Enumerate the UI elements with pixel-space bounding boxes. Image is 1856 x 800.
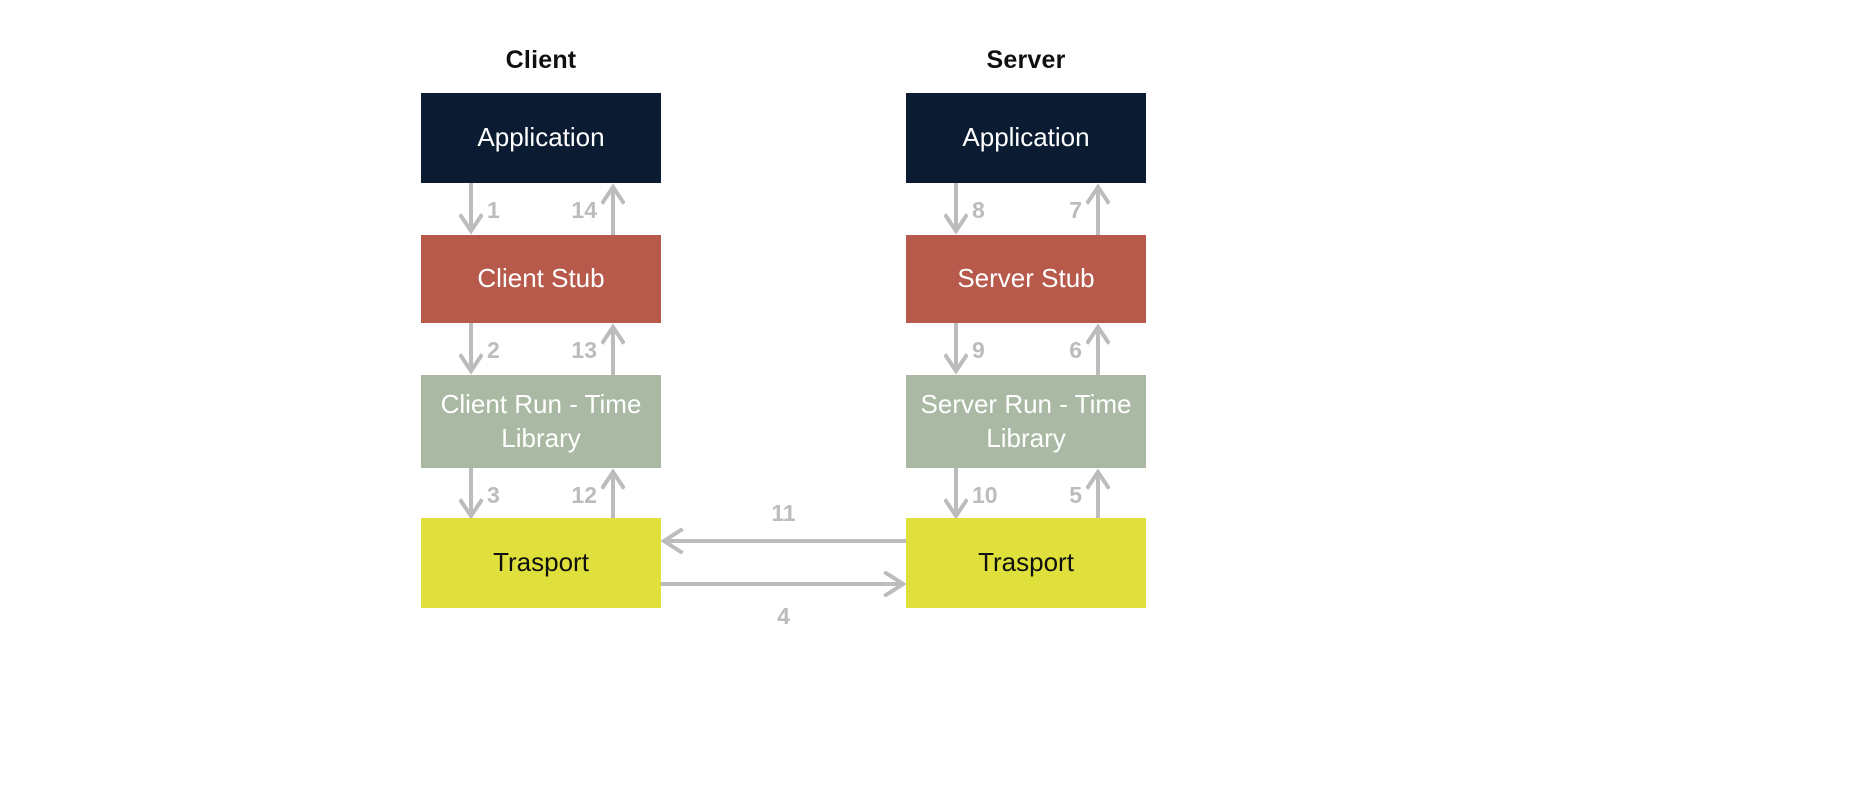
arrow-up-icon: [1086, 468, 1110, 520]
server-gap-runtime-transport: 10 5: [906, 468, 1146, 520]
server-runtime-library-box[interactable]: Server Run - Time Library: [906, 375, 1146, 468]
server-stub-box[interactable]: Server Stub: [906, 235, 1146, 323]
client-step-label-1: 1: [487, 197, 500, 223]
column-title-server: Server: [986, 46, 1066, 74]
client-gap-application-stub: 1 14: [421, 183, 661, 235]
server-application-box[interactable]: Application: [906, 93, 1146, 183]
server-step-label-9: 9: [972, 337, 985, 363]
client-gap-stub-runtime: 2 13: [421, 323, 661, 375]
transport-link-label-4: 4: [777, 603, 790, 629]
server-step-label-7: 7: [1069, 197, 1082, 223]
arrow-right-icon: [661, 571, 906, 597]
transport-link-label-11: 11: [771, 500, 796, 526]
client-step-label-2: 2: [487, 337, 500, 363]
server-step-label-5: 5: [1069, 482, 1082, 508]
server-step-label-10: 10: [972, 482, 998, 508]
arrow-up-icon: [601, 323, 625, 375]
server-transport-box[interactable]: Trasport: [906, 518, 1146, 608]
column-title-client: Client: [505, 46, 577, 74]
client-gap-runtime-transport: 3 12: [421, 468, 661, 520]
client-application-box[interactable]: Application: [421, 93, 661, 183]
arrow-left-icon: [661, 528, 906, 554]
server-step-label-8: 8: [972, 197, 985, 223]
client-runtime-library-box[interactable]: Client Run - Time Library: [421, 375, 661, 468]
client-step-label-12: 12: [571, 482, 597, 508]
client-step-label-13: 13: [571, 337, 597, 363]
arrow-down-icon: [459, 183, 483, 235]
arrow-down-icon: [944, 468, 968, 520]
arrow-down-icon: [459, 323, 483, 375]
client-stub-box[interactable]: Client Stub: [421, 235, 661, 323]
client-step-label-3: 3: [487, 482, 500, 508]
arrow-up-icon: [601, 468, 625, 520]
arrow-up-icon: [1086, 183, 1110, 235]
arrow-up-icon: [601, 183, 625, 235]
arrow-up-icon: [1086, 323, 1110, 375]
server-gap-application-stub: 8 7: [906, 183, 1146, 235]
server-gap-stub-runtime: 9 6: [906, 323, 1146, 375]
arrow-down-icon: [459, 468, 483, 520]
client-step-label-14: 14: [571, 197, 597, 223]
server-step-label-6: 6: [1069, 337, 1082, 363]
arrow-down-icon: [944, 323, 968, 375]
client-transport-box[interactable]: Trasport: [421, 518, 661, 608]
arrow-down-icon: [944, 183, 968, 235]
